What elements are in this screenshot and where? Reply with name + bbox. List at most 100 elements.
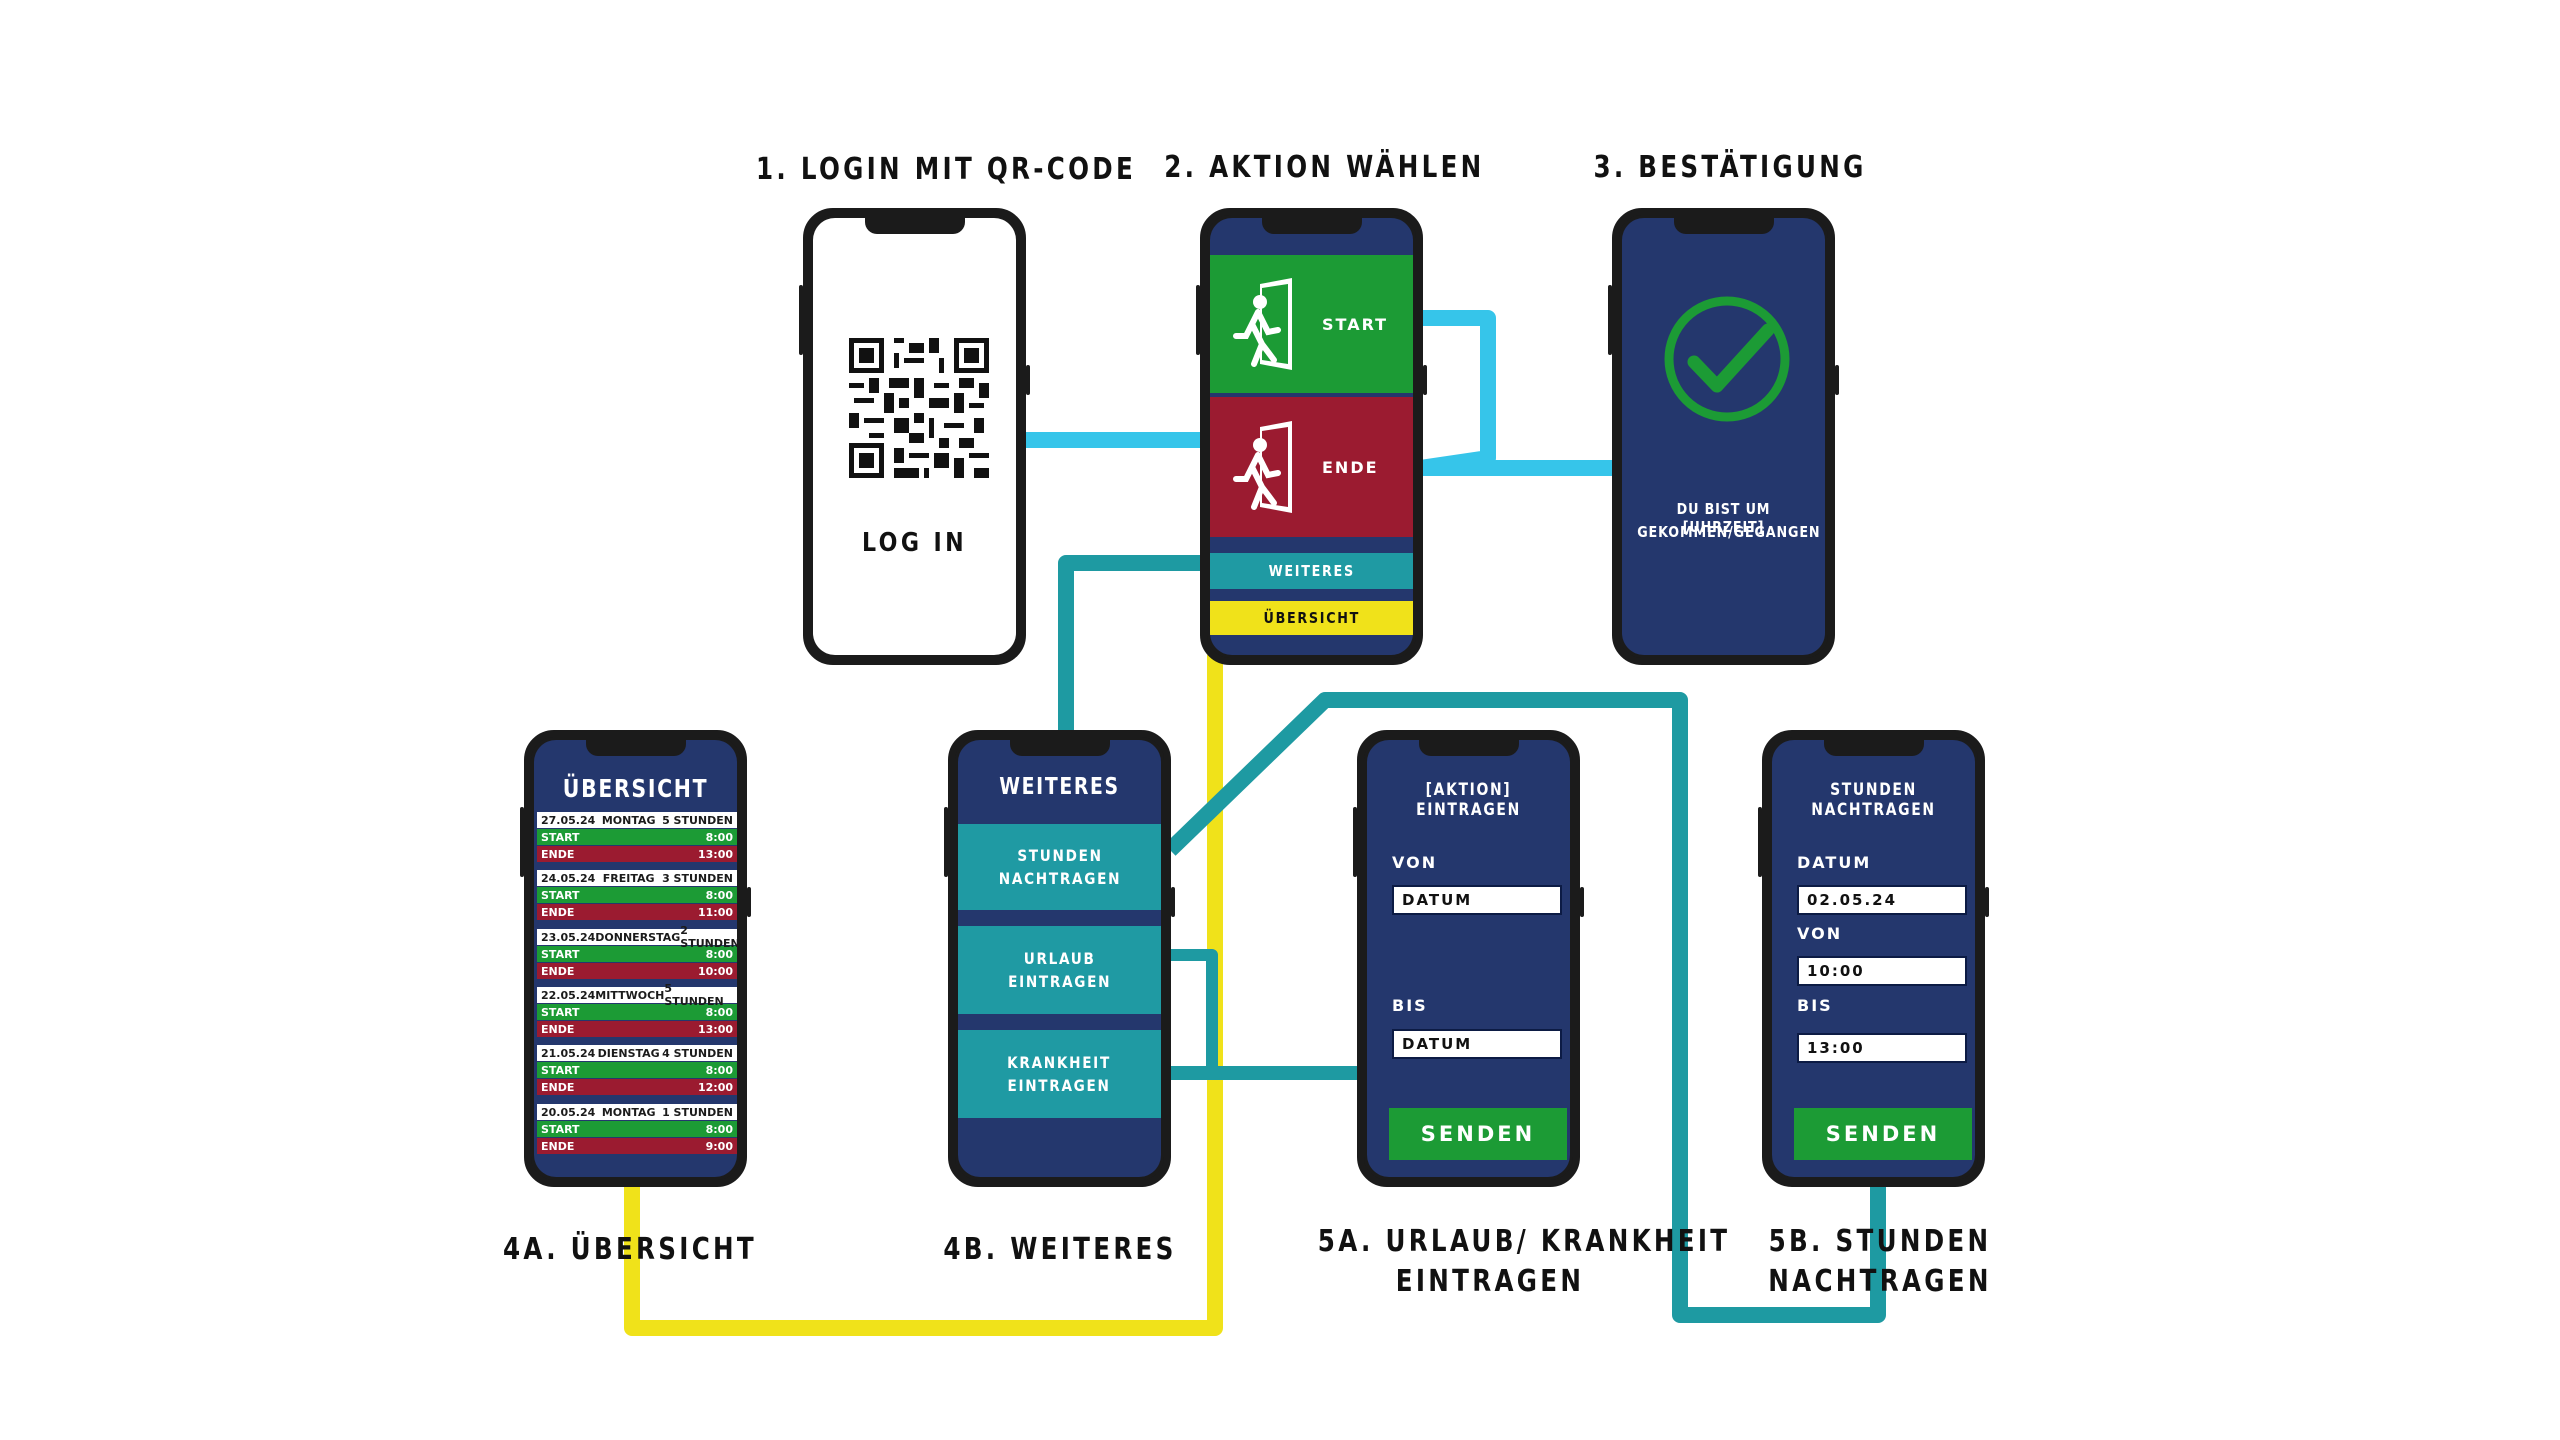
confirm-text-line2: GEKOMMEN/GEGANGEN — [1637, 523, 1821, 541]
form-b-title: STUNDEN NACHTRAGEN — [1811, 780, 1936, 820]
phone-form-a: [AKTION] EINTRAGEN VON DATUM BIS DATUM S… — [1353, 730, 1584, 1187]
qr-code-icon[interactable] — [849, 338, 989, 478]
entry-hours: 5 STUNDEN — [664, 982, 724, 1008]
entry-start-time: 8:00 — [705, 1122, 733, 1136]
entry-day: DONNERSTAG — [595, 930, 681, 944]
more-label: WEITERES — [1268, 562, 1355, 580]
entry-start-label: START — [541, 830, 580, 844]
form-a-from-field[interactable]: DATUM — [1392, 885, 1562, 915]
more-title: WEITERES — [999, 774, 1120, 800]
entry-date: 22.05.24 — [541, 988, 596, 1002]
teal-line-urlaub — [1170, 949, 1218, 1068]
form-b-date-label: DATUM — [1797, 853, 1872, 872]
entry-day: MONTAG — [601, 813, 656, 827]
entry-hours: 3 STUNDEN — [662, 871, 733, 885]
entry-end-time: 13:00 — [697, 1022, 733, 1036]
overview-title: ÜBERSICHT — [562, 774, 709, 803]
form-a-to-label: BIS — [1392, 996, 1428, 1015]
entry-day: DIENSTAG — [597, 1046, 660, 1060]
confirm-screen: DU BIST UM [UHRZEIT] GEKOMMEN/GEGANGEN — [1622, 218, 1825, 655]
login-screen: LOG IN — [813, 218, 1016, 655]
entry-day: MITTWOCH — [595, 988, 665, 1002]
entry-end-time: 13:00 — [697, 847, 733, 861]
phone-more: WEITERES STUNDEN NACHTRAGEN URLAUB EINTR… — [944, 730, 1175, 1187]
entry-start-label: START — [541, 947, 580, 961]
start-button[interactable]: START — [1210, 255, 1413, 393]
form-b-to-field[interactable]: 13:00 — [1797, 1033, 1967, 1063]
overview-entry-start: START 8:00 — [537, 946, 737, 962]
more-button[interactable]: WEITERES — [1210, 553, 1413, 589]
overview-entry-end: ENDE 13:00 — [537, 1021, 737, 1037]
entry-start-time: 8:00 — [705, 1005, 733, 1019]
form-b-date-field[interactable]: 02.05.24 — [1797, 885, 1967, 915]
checkmark-icon — [1664, 296, 1790, 422]
form-b-from-label: VON — [1797, 924, 1843, 943]
entry-end-time: 9:00 — [705, 1139, 733, 1153]
sick-leave-button[interactable]: KRANKHEIT EINTRAGEN — [958, 1030, 1161, 1118]
entry-date: 23.05.24 — [541, 930, 596, 944]
overview-label: ÜBERSICHT — [1263, 609, 1360, 627]
catch-up-hours-button[interactable]: STUNDEN NACHTRAGEN — [958, 824, 1161, 910]
entry-start-time: 8:00 — [705, 830, 733, 844]
entry-end-time: 12:00 — [697, 1080, 733, 1094]
confirm-text-line1: DU BIST UM [UHRZEIT] — [1676, 500, 1771, 536]
label-step4b: 4B. WEITERES — [943, 1232, 1177, 1267]
phone-login: LOG IN — [799, 208, 1030, 665]
phone-confirm: DU BIST UM [UHRZEIT] GEKOMMEN/GEGANGEN — [1608, 208, 1839, 665]
form-a-title: [AKTION] EINTRAGEN — [1416, 780, 1521, 820]
exit-door-icon — [1233, 421, 1292, 513]
entry-start-label: START — [541, 1122, 580, 1136]
form-b-from-field[interactable]: 10:00 — [1797, 956, 1967, 986]
label-step4a: 4A. ÜBERSICHT — [503, 1232, 757, 1267]
entry-start-time: 8:00 — [705, 947, 733, 961]
start-label: START — [1322, 314, 1389, 334]
label-step3: 3. BESTÄTIGUNG — [1593, 150, 1867, 185]
form-a-from-label: VON — [1392, 853, 1438, 872]
label-step2: 2. AKTION WÄHLEN — [1164, 150, 1485, 185]
form-a-send-button[interactable]: SENDEN — [1389, 1108, 1567, 1160]
login-label[interactable]: LOG IN — [861, 528, 968, 558]
label-step5b-line1: 5B. STUNDEN — [1768, 1224, 1992, 1259]
entry-start-label: START — [541, 888, 580, 902]
form-a-to-field[interactable]: DATUM — [1392, 1029, 1562, 1059]
entry-day: MONTAG — [601, 1105, 656, 1119]
end-button[interactable]: ENDE — [1210, 397, 1413, 537]
vacation-button[interactable]: URLAUB EINTRAGEN — [958, 926, 1161, 1014]
form-b-screen: STUNDEN NACHTRAGEN DATUM 02.05.24 VON 10… — [1772, 740, 1975, 1177]
teal-line-stunden — [1164, 692, 1886, 1323]
cyan-line-confirm — [1412, 310, 1620, 476]
entry-end-time: 10:00 — [697, 964, 733, 978]
action-screen: START ENDE WEITERES ÜBERSICHT — [1210, 218, 1413, 655]
entry-hours: 5 STUNDEN — [662, 813, 733, 827]
overview-entry-start: START 8:00 — [537, 1121, 737, 1137]
entry-end-label: ENDE — [541, 1022, 575, 1036]
overview-button[interactable]: ÜBERSICHT — [1210, 601, 1413, 635]
form-b-send-button[interactable]: SENDEN — [1794, 1108, 1972, 1160]
entry-start-label: START — [541, 1063, 580, 1077]
phone-action: START ENDE WEITERES ÜBERSICHT — [1196, 208, 1427, 665]
catch-up-hours-label: STUNDEN NACHTRAGEN — [998, 846, 1121, 888]
entry-date: 20.05.24 — [541, 1105, 596, 1119]
label-step5a-line2: EINTRAGEN — [1395, 1264, 1585, 1299]
